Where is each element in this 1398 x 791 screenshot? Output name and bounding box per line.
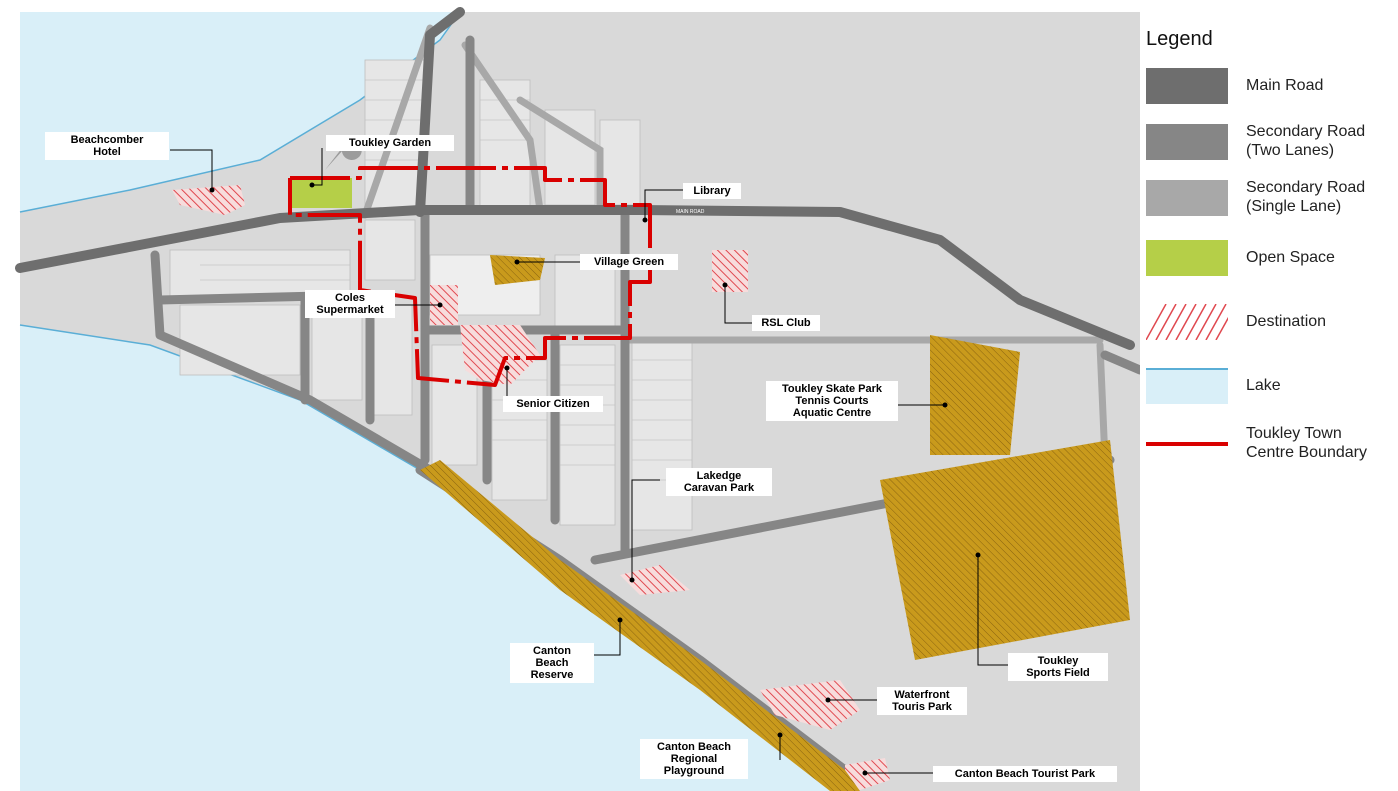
label-canton-beach-playground: Canton Beach Regional Playground — [640, 739, 748, 779]
label-toukley-skate-park: Toukley Skate Park Tennis Courts Aquatic… — [766, 381, 898, 421]
legend-swatch-secondary-two — [1146, 124, 1228, 160]
facilities — [420, 255, 1130, 791]
legend-swatch-boundary — [1146, 442, 1228, 446]
label-beachcomber-hotel: Beachcomber Hotel — [45, 132, 169, 160]
legend-item-lake: Lake — [1146, 368, 1398, 408]
legend-swatch-open-space — [1146, 240, 1228, 276]
label-coles-supermarket: Coles Supermarket — [305, 290, 395, 318]
legend-label: Open Space — [1246, 249, 1335, 266]
legend-label: Main Road — [1246, 77, 1324, 94]
label-canton-beach-reserve: Canton Beach Reserve — [510, 643, 594, 683]
label-village-green: Village Green — [580, 254, 678, 270]
leader-lines — [170, 148, 1010, 774]
shoreline-north — [19, 11, 461, 213]
label-toukley-garden: Toukley Garden — [326, 135, 454, 151]
legend-swatch-main-road — [1146, 68, 1228, 104]
main-road — [15, 7, 1135, 350]
secondary-roads-single — [361, 24, 1109, 464]
label-rsl-club: RSL Club — [752, 315, 820, 331]
legend-label: Toukley Town Centre Boundary — [1246, 425, 1367, 461]
legend-label: Lake — [1246, 377, 1281, 394]
legend-label: Destination — [1246, 313, 1327, 330]
legend-item-secondary-two: Secondary Road (Two Lanes) — [1146, 123, 1398, 164]
legend-item-main-road: Main Road — [1146, 68, 1398, 108]
legend-item-open-space: Open Space — [1146, 240, 1398, 280]
label-lakedge-caravan-park: Lakedge Caravan Park — [666, 468, 772, 496]
label-canton-beach-tourist-park: Canton Beach Tourist Park — [933, 766, 1117, 782]
label-waterfront-touris-park: Waterfront Touris Park — [877, 687, 967, 715]
main-road-label: MAIN ROAD — [676, 209, 705, 215]
legend-title: Legend — [1146, 28, 1213, 50]
leader-dots — [209, 182, 981, 776]
legend-item-secondary-single: Secondary Road (Single Lane) — [1146, 179, 1398, 220]
legend: Legend Main Road Secondary Road (Two Lan… — [1140, 20, 1398, 480]
label-toukley-sports-field: Toukley Sports Field — [1008, 653, 1108, 681]
legend-item-boundary: Toukley Town Centre Boundary — [1146, 424, 1398, 464]
legend-swatch-lake — [1146, 368, 1228, 404]
label-senior-citizen: Senior Citizen — [503, 396, 603, 412]
parcel-grid — [169, 59, 693, 531]
label-library: Library — [683, 183, 741, 199]
legend-item-destination: Destination — [1146, 304, 1398, 344]
legend-label: Secondary Road (Single Lane) — [1246, 179, 1366, 215]
legend-swatch-destination — [1146, 304, 1228, 340]
destinations — [172, 185, 890, 790]
legend-swatch-secondary-single — [1146, 180, 1228, 216]
legend-label: Secondary Road (Two Lanes) — [1246, 123, 1366, 159]
